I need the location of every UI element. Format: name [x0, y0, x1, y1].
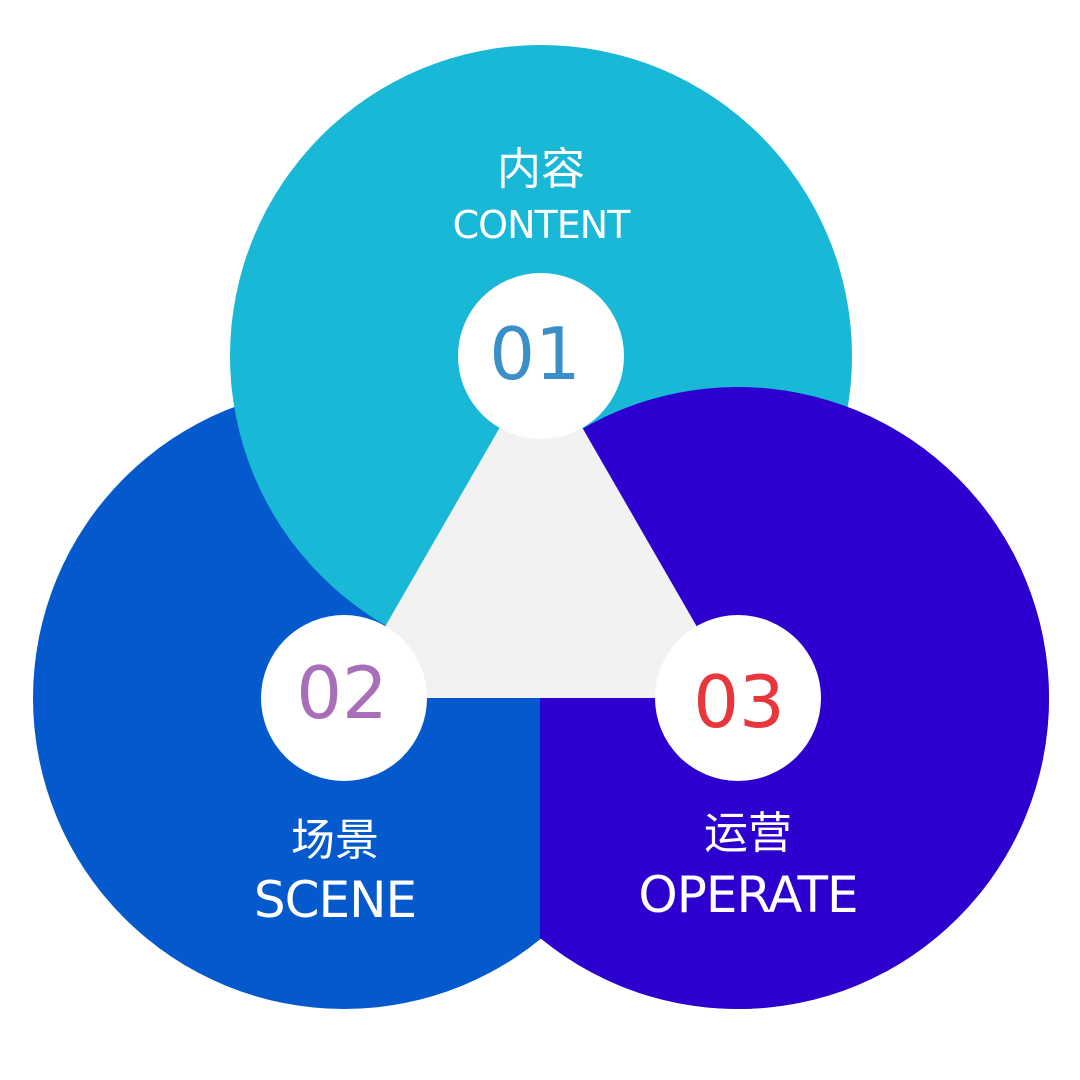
number-02: 02 — [296, 651, 388, 735]
number-03: 03 — [693, 660, 785, 744]
scene-label-en: SCENE — [254, 871, 416, 929]
number-01: 01 — [489, 312, 581, 396]
number-badge-03 — [655, 615, 821, 781]
content-label-en: CONTENT — [453, 203, 632, 247]
number-badge-01 — [458, 273, 624, 439]
operate-label-en: OPERATE — [638, 866, 857, 924]
operate-label-cn: 运营 — [704, 808, 792, 859]
scene-label-cn: 场景 — [291, 815, 379, 866]
content-label-cn: 内容 — [497, 144, 585, 195]
number-badge-02 — [261, 615, 427, 781]
center-triangle — [344, 356, 738, 698]
